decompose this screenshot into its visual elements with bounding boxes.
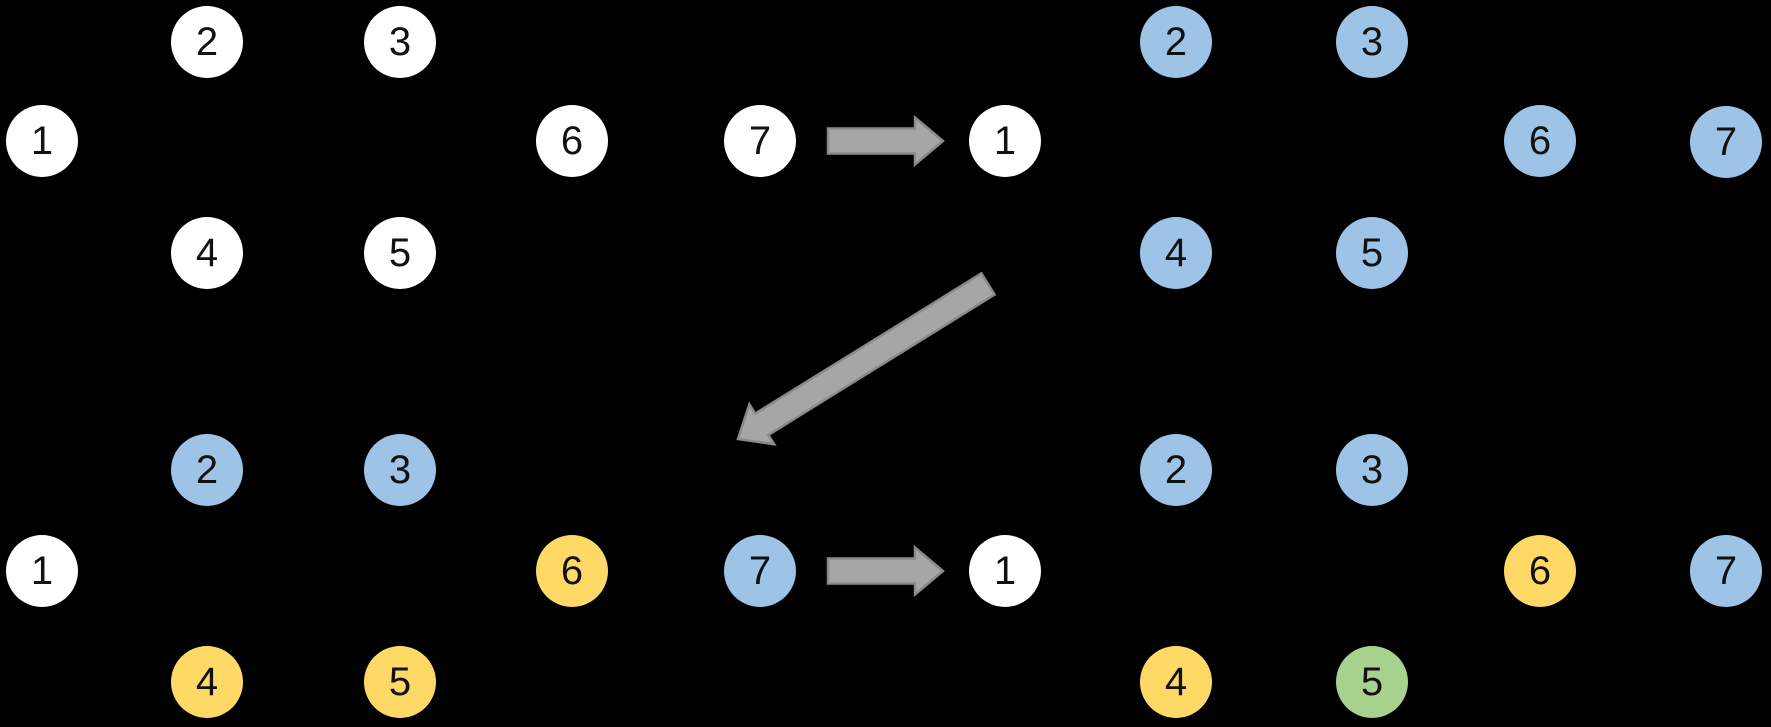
arrow-step-1-to-step-2 [826,114,945,168]
arrow-step-2-to-step-3 [736,271,997,446]
arrow-step-3-to-step-4 [826,544,945,598]
